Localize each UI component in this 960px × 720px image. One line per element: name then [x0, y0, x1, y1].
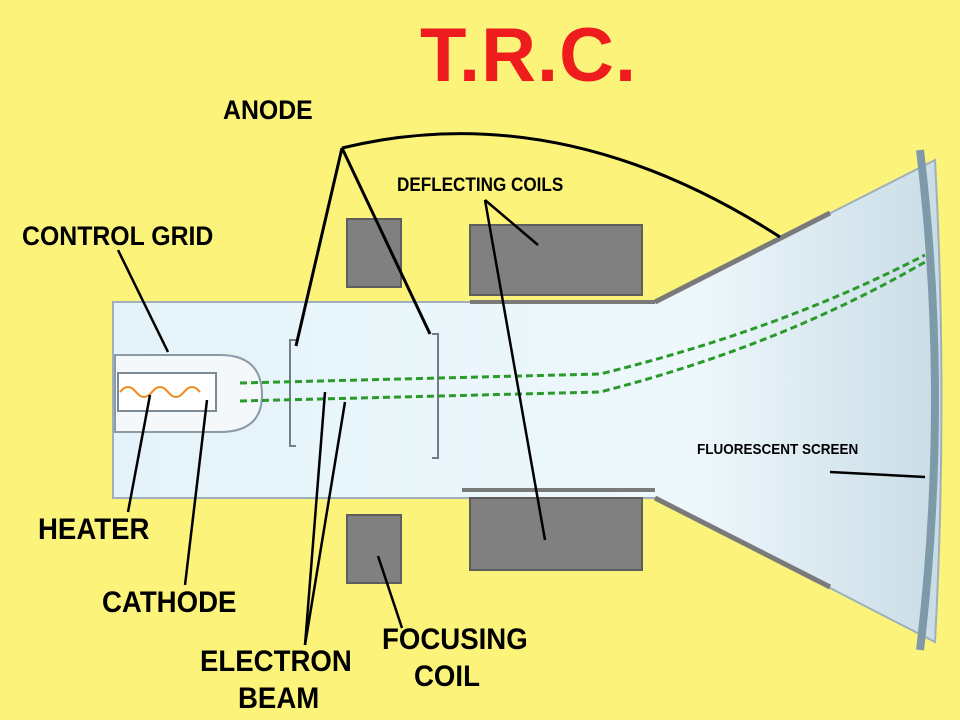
focusing-coil-label-line1: FOCUSING: [382, 623, 528, 656]
screen-face: [916, 149, 939, 651]
electron-beam-lower: [239, 260, 926, 403]
deflecting-coil-pointers: [483, 199, 547, 541]
electron-beam-upper: [239, 253, 926, 385]
focusing-coil-label-line2: COIL: [414, 660, 480, 693]
first-anode: [289, 339, 296, 447]
electron-beam-label-line1: ELECTRON: [200, 645, 352, 678]
focusing-coil-pointer: [376, 555, 404, 629]
electron-beam-label-line2: BEAM: [238, 682, 320, 715]
fluorescent-screen-label: FLUORESCENT SCREEN: [697, 441, 859, 458]
electron-beam-pointers: [303, 391, 347, 646]
heater-wire: [119, 386, 201, 398]
control-grid-pointer: [116, 249, 170, 353]
funnel-edge-bottom: [653, 495, 832, 590]
control-grid-label: CONTROL GRID: [22, 221, 214, 251]
funnel-edge-top: [653, 210, 832, 305]
deflecting-coil-bottom: [469, 497, 643, 571]
anode-label: ANODE: [223, 95, 313, 125]
heater-pointer: [126, 394, 152, 513]
cathode-pointer: [183, 399, 209, 586]
diagram-title: T.R.C.: [420, 13, 638, 98]
fluorescent-screen-pointer: [829, 470, 926, 479]
heater-label: HEATER: [38, 513, 150, 546]
cathode-label: CATHODE: [102, 586, 237, 619]
anode-wire: [341, 132, 781, 239]
anode-pointers: [294, 132, 781, 347]
focusing-coil-bottom: [346, 514, 402, 584]
tube-envelope: [112, 158, 943, 644]
deflecting-coils-label: DEFLECTING COILS: [397, 175, 564, 196]
